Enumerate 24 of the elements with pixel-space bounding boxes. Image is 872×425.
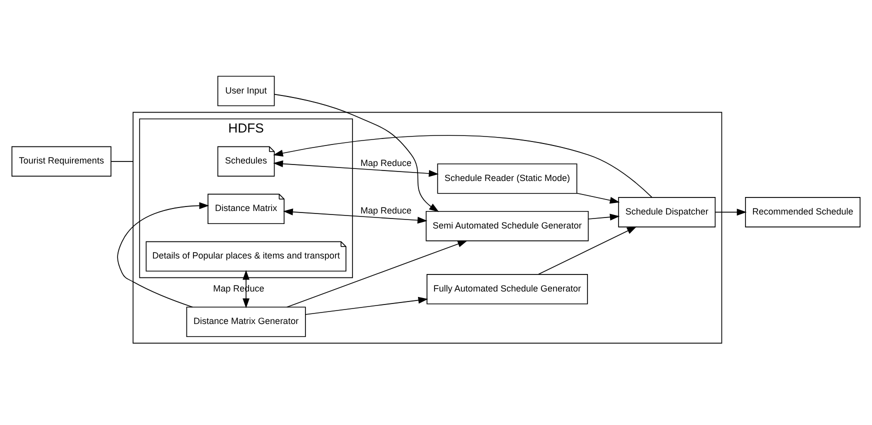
arrow [274, 93, 439, 212]
edge-label: Map Reduce [360, 158, 412, 168]
arrow [283, 208, 428, 224]
node-box: Semi Automated Schedule Generator [426, 210, 589, 241]
arrow [286, 240, 468, 308]
node-box: User Input [217, 75, 275, 106]
node-box: Schedule Reader (Static Mode) [437, 162, 578, 194]
arrow [305, 296, 428, 314]
arrow [715, 208, 747, 216]
arrow [242, 269, 250, 308]
arrow [588, 213, 620, 220]
arrow [117, 202, 210, 308]
node-box: Schedule Dispatcher [618, 196, 716, 227]
node-box: Fully Automated Schedule Generator [426, 274, 588, 304]
connector [110, 160, 134, 162]
arrow [576, 192, 620, 204]
node-box: Recommended Schedule [745, 196, 860, 227]
node-box: Tourist Requirements [12, 146, 112, 176]
arrow [273, 134, 652, 198]
arrow [273, 160, 439, 176]
arrow [538, 226, 637, 274]
edge-label: Map Reduce [360, 205, 412, 216]
node-box: Distance Matrix Generator [186, 306, 306, 337]
cluster [132, 111, 722, 344]
